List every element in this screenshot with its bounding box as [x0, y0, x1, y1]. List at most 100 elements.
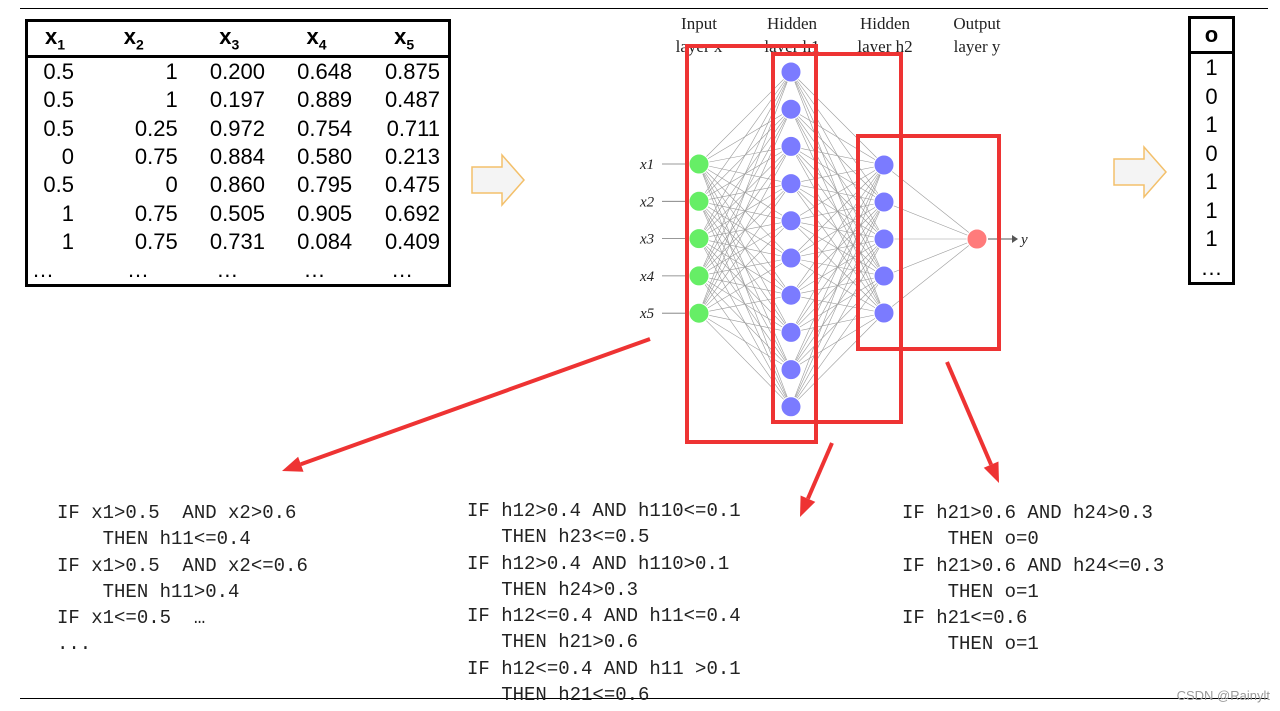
connection-line — [698, 312, 792, 370]
hidden2-neuron — [873, 154, 895, 176]
output-cell: 1 — [1205, 197, 1218, 223]
input-label: x3 — [639, 232, 654, 248]
top-rule — [20, 8, 1268, 9]
table-cell: 1 — [61, 200, 74, 226]
layer-title-line2: layer h2 — [857, 37, 912, 56]
column-header-x4: x4 — [272, 20, 361, 58]
connection-line — [790, 201, 885, 407]
hidden1-neuron — [780, 98, 802, 120]
table-cell: 0.505 — [209, 200, 265, 226]
connection-line — [883, 238, 978, 314]
red-arrow-head — [800, 495, 816, 517]
layer-title-line1: Input — [681, 14, 717, 33]
table-cell: 0.5 — [43, 115, 74, 141]
table-row: 1 — [1190, 111, 1234, 140]
table-cell: 0.197 — [209, 87, 265, 113]
table-cell: 0.795 — [297, 172, 353, 198]
table-cell: 0.213 — [384, 144, 440, 170]
connection-line — [883, 201, 978, 240]
output-cell: 1 — [1205, 169, 1218, 195]
connection-line — [790, 275, 885, 407]
table-cell: 0.580 — [297, 144, 353, 170]
hidden1-neuron — [780, 61, 802, 83]
connection-line — [698, 312, 792, 408]
connection-line — [698, 109, 792, 314]
table-cell: … — [216, 257, 239, 283]
table-cell: 0.75 — [134, 200, 178, 226]
table-cell: 0 — [165, 172, 178, 198]
column-header-x2: x2 — [81, 20, 186, 58]
red-arrow-head — [983, 461, 999, 483]
connection-line — [790, 164, 885, 407]
table-cell: 0.5 — [43, 59, 74, 85]
table-cell: … — [303, 257, 326, 283]
table-row: 1 — [1190, 168, 1234, 197]
table-cell: 1 — [165, 87, 178, 113]
table-cell: 0.75 — [134, 228, 178, 254]
layer-title-line1: Output — [953, 14, 1001, 33]
table-cell: 0.754 — [297, 115, 353, 141]
hidden1-neuron — [780, 135, 802, 157]
connection-line — [698, 71, 792, 239]
layer-title-line1: Hidden — [767, 14, 818, 33]
hidden1-neuron — [780, 321, 802, 343]
input-neuron — [688, 265, 710, 287]
table-row-ellipsis: …………… — [27, 256, 450, 286]
table-cell: 0.875 — [384, 59, 440, 85]
connection-line — [698, 71, 792, 277]
table-cell: 0.487 — [384, 87, 440, 113]
input-flow-arrow — [471, 153, 525, 207]
red-arrow-shaft — [300, 337, 651, 467]
table-cell: 0.25 — [134, 115, 178, 141]
connection-line — [883, 238, 978, 277]
table-cell: 0.860 — [209, 172, 265, 198]
table-row: 1 — [1190, 197, 1234, 226]
table-cell: 0.731 — [209, 228, 265, 254]
output-cell: 1 — [1205, 55, 1218, 81]
flow-arrows — [282, 145, 1167, 517]
input-neuron — [688, 302, 710, 324]
table-cell: … — [391, 257, 414, 283]
table-cell: 0.972 — [209, 115, 265, 141]
connection-line — [790, 164, 885, 222]
hidden2-neuron — [873, 302, 895, 324]
connection-line — [790, 108, 885, 166]
table-cell: 0.084 — [297, 228, 353, 254]
layer-title-line2: layer y — [954, 37, 1001, 56]
table-cell: 0.200 — [209, 59, 265, 85]
input-label: x5 — [639, 306, 655, 322]
column-header-x3: x3 — [185, 20, 273, 58]
table-row: 1 — [1190, 225, 1234, 254]
connection-line — [698, 183, 792, 314]
output-cell: 0 — [1205, 83, 1218, 109]
connection-line — [698, 71, 792, 314]
output-neuron — [966, 228, 988, 250]
highlight-boxes — [685, 44, 1001, 444]
hidden1-neuron — [780, 284, 802, 306]
connection-line — [698, 146, 792, 314]
output-header: o — [1189, 17, 1234, 54]
connection-line — [790, 164, 885, 259]
hidden1-neuron — [780, 396, 802, 418]
hidden2-neuron — [873, 228, 895, 250]
connection-line — [790, 164, 885, 333]
rules-output-layer: IF h21>0.6 AND h24>0.3 THEN o=0 IF h21>0… — [902, 502, 1165, 656]
connection-line — [698, 71, 792, 165]
hidden1-neuron — [780, 247, 802, 269]
table-cell: 0.692 — [384, 200, 440, 226]
input-label: x4 — [639, 269, 655, 285]
input-hidden1-box — [685, 44, 818, 444]
table-cell: 0.711 — [386, 115, 440, 141]
table-cell: 0.409 — [384, 228, 440, 254]
input-label: x1 — [639, 157, 654, 173]
hidden2-output-box — [856, 134, 1001, 351]
connection-line — [790, 312, 885, 408]
